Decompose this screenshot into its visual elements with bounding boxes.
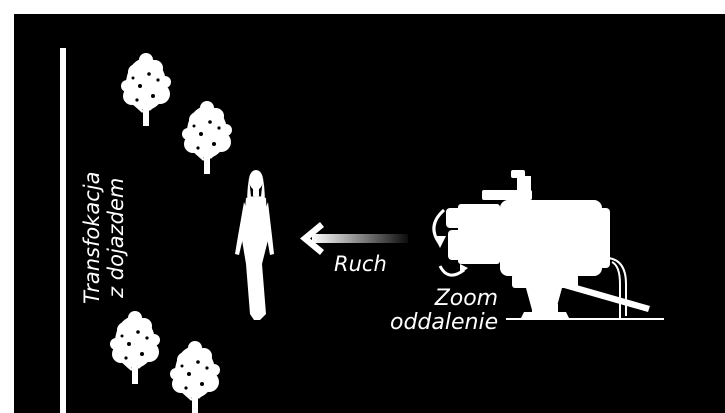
- transfocation-label-line1: Transfokacja: [80, 172, 104, 304]
- tree-icon: [170, 341, 220, 413]
- vertical-track-line: [60, 48, 66, 413]
- transfocation-label: Transfokacja z dojazdem: [80, 172, 128, 304]
- woman-silhouette-icon: [235, 170, 274, 320]
- zoom-label-line2: oddalenie: [390, 311, 498, 335]
- zoom-label: Zoom oddalenie: [390, 287, 498, 335]
- tree-icon: [182, 101, 232, 174]
- tree-icon: [110, 311, 160, 384]
- tree-icon: [121, 53, 171, 126]
- transfocation-label-line2: z dojazdem: [104, 172, 128, 304]
- diagram-canvas: Transfokacja z dojazdem Ruch Zoom oddale…: [14, 14, 725, 413]
- motion-label: Ruch: [334, 252, 387, 276]
- zoom-label-line1: Zoom: [390, 287, 498, 311]
- motion-arrow-icon: [300, 222, 408, 255]
